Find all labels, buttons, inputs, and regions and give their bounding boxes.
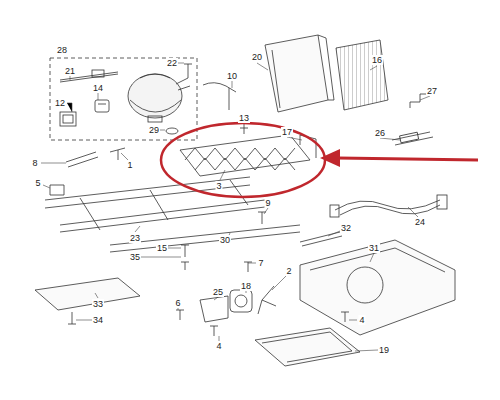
wire-harness (330, 195, 447, 217)
callout-number: 4 (358, 315, 365, 325)
callout-number: 24 (414, 217, 426, 227)
callout-number: 13 (238, 113, 250, 123)
callout-number: 23 (129, 233, 141, 243)
callout-number: 18 (240, 281, 252, 291)
condenser (336, 40, 388, 110)
callout-number: 6 (174, 298, 181, 308)
callout-number: 20 (251, 52, 263, 62)
callout-number: 5 (34, 178, 41, 188)
callout-number: 32 (340, 223, 352, 233)
callout-number: 25 (212, 287, 224, 297)
callout-number: 14 (92, 83, 104, 93)
callout-number: 31 (368, 243, 380, 253)
callout-number: 4 (215, 341, 222, 351)
compressor (128, 74, 190, 122)
callout-number: 16 (371, 55, 383, 65)
cover-plate (35, 278, 140, 310)
drip-tray (255, 328, 360, 366)
callout-number: 21 (64, 66, 76, 76)
condenser-shroud (265, 35, 328, 112)
callout-number: 34 (92, 315, 104, 325)
callout-number: 33 (92, 299, 104, 309)
callout-number: 35 (129, 252, 141, 262)
callout-number: 30 (219, 235, 231, 245)
callout-number: 10 (226, 71, 238, 81)
leader-lines (41, 63, 430, 351)
base-frame (45, 177, 300, 252)
callout-number: 15 (156, 243, 168, 253)
base-pan (300, 240, 455, 335)
kit-outline (50, 58, 197, 140)
callout-number: 28 (56, 45, 68, 55)
callout-number: 7 (257, 258, 264, 268)
callout-number: 9 (264, 198, 271, 208)
callout-number: 22 (166, 58, 178, 68)
evaporator-coil (180, 135, 310, 176)
callout-number: 29 (148, 125, 160, 135)
callout-number: 27 (426, 86, 438, 96)
callout-number: 1 (126, 160, 133, 170)
callout-number: 19 (378, 345, 390, 355)
callout-number: 2 (285, 266, 292, 276)
callout-number: 3 (215, 181, 222, 191)
callout-number: 17 (281, 127, 293, 137)
highlight-circle (161, 123, 325, 197)
callout-number: 12 (54, 98, 66, 108)
highlight-arrow (320, 149, 478, 167)
callout-number: 8 (31, 158, 38, 168)
callout-number: 26 (374, 128, 386, 138)
